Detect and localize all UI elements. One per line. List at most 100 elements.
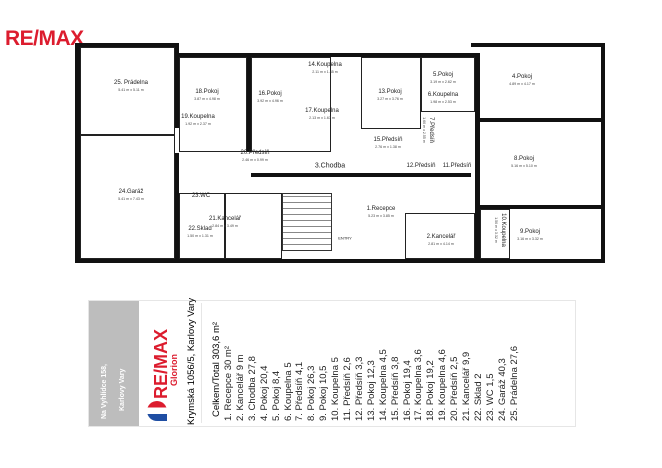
- room-dimensions: 2.76 m x 1.38 m: [375, 145, 401, 149]
- entry-label: ENTRY: [338, 235, 352, 241]
- location-text: Na Vyhlídce 158,: [101, 364, 108, 419]
- room-list-item: 22. Sklad 2: [472, 373, 484, 421]
- wall: [480, 118, 601, 122]
- wall: [251, 173, 471, 177]
- room-name: 10.Koupelna: [500, 213, 506, 247]
- room-list-item: 1. Recepce 30 m²: [223, 346, 234, 421]
- room-label: 12.Předsíň: [406, 163, 435, 171]
- room-name: 13.Pokoj: [378, 89, 402, 95]
- room-list-item: 20. Předsíň 2,5: [449, 356, 461, 421]
- room-name: 15.Předsíň: [373, 137, 403, 143]
- wall: [480, 205, 601, 209]
- legend-panel: Na Vyhlídce 158, Karlovy Vary RE/MAX Glo…: [88, 298, 576, 427]
- room-list-item: 25. Prádelna 27,6: [508, 345, 520, 421]
- room-name: 20.Předsíň: [240, 150, 270, 156]
- room-name: 21.Kancelář: [208, 216, 242, 222]
- room-dimensions: 1.60 m x 2.55 m: [422, 117, 426, 143]
- room-list-item: 7. Předsíň 4,1: [294, 361, 306, 421]
- room-label: 1.Recepce 5.23 m x 3.85 m: [367, 206, 396, 218]
- room-list-item: 12. Předsíň 3,3: [353, 356, 365, 421]
- room-dimensions: 1.92 m x 2.37 m: [185, 122, 211, 126]
- room-dimensions: 1.50 m x 3.32 m: [494, 217, 498, 243]
- room-name: 11.Předsíň: [442, 163, 472, 169]
- room-label: 14.Koupelna 2.11 m x 1.45 m: [308, 62, 342, 74]
- room-5: [421, 57, 475, 112]
- room-list-item: 21. Kancelář 9,9: [461, 351, 472, 421]
- room-dimensions: 2.13 m x 1.67 m: [309, 116, 335, 120]
- room-list-item: 8. Pokoj 26,3: [306, 365, 318, 421]
- remax-logo: RE/MAX: [5, 27, 84, 50]
- room-name: 2.Kancelář: [426, 234, 456, 240]
- room-dimensions: 3.16 m x 3.32 m: [517, 237, 543, 241]
- room-name: 3.Chodba: [314, 162, 346, 170]
- total-area: Celkem/Total 303,6 m²: [211, 321, 222, 417]
- room-dimensions: 1.50 m x 1.31 m: [187, 234, 213, 238]
- room-25: [80, 47, 175, 135]
- location-panel: Na Vyhlídce 158, Karlovy Vary: [89, 301, 139, 426]
- room-dimensions: 5.41 m x 7.43 m: [118, 197, 144, 201]
- room-label: 24.Garáž 5.41 m x 7.43 m: [118, 189, 144, 201]
- wall: [247, 57, 251, 152]
- room-name: 4.Pokoj: [511, 74, 532, 80]
- room-list-item: 15. Předsíň 3,8: [389, 356, 401, 421]
- room-label: 20.Předsíň 2.46 m x 0.99 m: [240, 150, 269, 162]
- room-label: 22.Sklad 1.50 m x 1.31 m: [187, 226, 213, 238]
- room-list-item: 4. Pokoj 20,4: [258, 365, 270, 421]
- room-list-item: 13. Pokoj 12,3: [365, 360, 377, 421]
- wall: [75, 43, 178, 47]
- room-10: [480, 209, 510, 259]
- divider: [201, 303, 202, 423]
- room-name: 1.Recepce: [366, 206, 396, 212]
- room-name: 24.Garáž: [118, 189, 144, 195]
- room-name: 25. Prádelna: [113, 80, 149, 86]
- room-dimensions: 2.46 m x 0.99 m: [242, 158, 268, 162]
- location-city: Karlovy Vary: [119, 368, 126, 411]
- room-13: [361, 57, 421, 129]
- room-name: 8.Pokoj: [513, 156, 534, 162]
- room-2: [405, 213, 475, 259]
- room-name: 7.Předsíň: [428, 117, 434, 143]
- wall: [475, 53, 480, 263]
- balloon-icon: [147, 401, 167, 421]
- room-22-23: [179, 193, 225, 259]
- glorion-wordmark: Glorion: [169, 354, 179, 386]
- wall: [471, 43, 605, 47]
- room-dimensions: 2.84 m x 3.49 m: [212, 224, 238, 228]
- room-dimensions: 3.19 m x 2.62 m: [430, 80, 456, 84]
- room-dimensions: 5.16 m x 5.10 m: [511, 164, 537, 168]
- room-dimensions: 4.89 m x 4.17 m: [509, 82, 535, 86]
- room-dimensions: 2.11 m x 1.45 m: [312, 70, 338, 74]
- room-dimensions: 3.87 m x 4.98 m: [194, 97, 220, 101]
- room-label: 4.Pokoj 4.89 m x 4.17 m: [509, 74, 535, 86]
- room-24: [80, 135, 175, 259]
- room-dimensions: 1.98 m x 2.53 m: [430, 100, 456, 104]
- room-name: 22.Sklad: [188, 226, 212, 232]
- room-label: 8.Pokoj 5.16 m x 5.10 m: [511, 156, 537, 168]
- room-name: 23.WC: [191, 193, 211, 199]
- room-list-item: 16. Pokoj 19,4: [401, 360, 413, 421]
- room-name: 12.Předsíň: [406, 163, 436, 169]
- room-name: 16.Pokoj: [258, 91, 282, 97]
- room-list-item: 11. Předsíň 2,6: [342, 357, 353, 421]
- room-list-item: 23. WC 1,5: [484, 373, 496, 421]
- wall: [175, 153, 179, 263]
- room-list-item: 14. Koupelna 4,5: [377, 349, 389, 421]
- room-dimensions: 3.92 m x 4.96 m: [257, 99, 283, 103]
- wall: [175, 53, 475, 57]
- room-label: 11.Předsíň: [443, 163, 472, 171]
- room-dimensions: 5.23 m x 3.85 m: [368, 214, 394, 218]
- room-dimensions: 2.81 m x 4.14 m: [428, 242, 454, 246]
- wall: [601, 43, 605, 263]
- room-name: 14.Koupelna: [308, 62, 342, 68]
- staircase: [282, 193, 332, 251]
- room-label: 3.Chodba: [315, 163, 345, 172]
